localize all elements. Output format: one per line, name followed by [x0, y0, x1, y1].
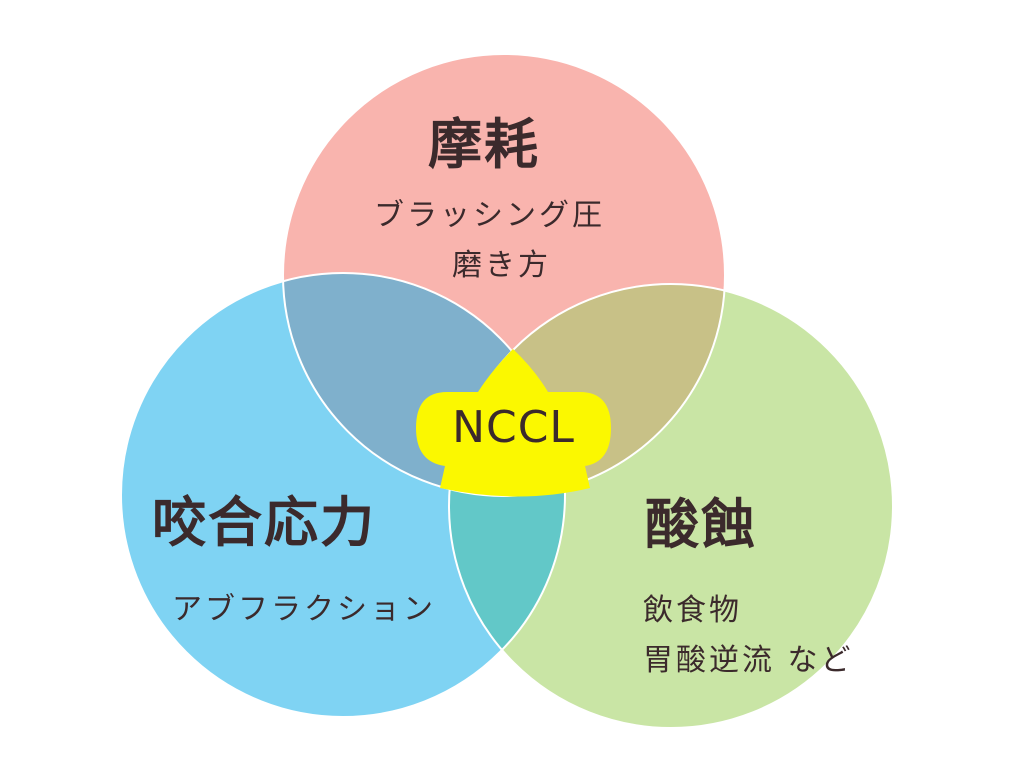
occlusal-stress-title: 咬合応力 [152, 491, 376, 554]
center-label: NCCL [452, 402, 575, 453]
abrasion-line-1: ブラッシング圧 [374, 198, 605, 233]
center-badge [416, 349, 611, 497]
erosion-title: 酸蝕 [645, 493, 757, 556]
occlusal-stress-line-1: アブフラクション [172, 592, 436, 627]
erosion-line-1: 飲食物 [643, 593, 742, 628]
abrasion-line-2: 磨き方 [452, 248, 551, 283]
erosion-line-2: 胃酸逆流 など [643, 643, 854, 678]
abrasion-title: 摩耗 [428, 113, 540, 176]
